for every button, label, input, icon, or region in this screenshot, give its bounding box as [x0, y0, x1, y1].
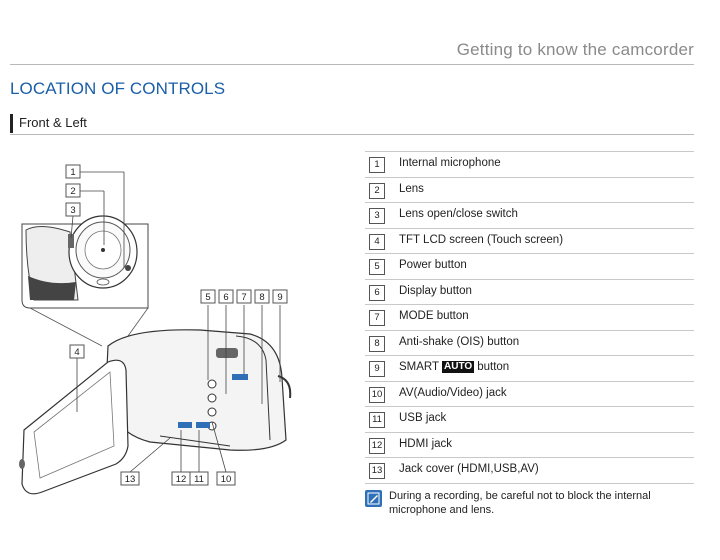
list-item: 4 TFT LCD screen (Touch screen)	[365, 229, 694, 254]
camcorder-body	[105, 329, 292, 451]
svg-text:5: 5	[205, 292, 210, 303]
list-item: 13 Jack cover (HDMI,USB,AV)	[365, 458, 694, 484]
note-text: During a recording, be careful not to bl…	[389, 490, 651, 516]
item-label: Jack cover (HDMI,USB,AV)	[399, 463, 539, 475]
callout-leaders	[70, 171, 281, 473]
item-number: 13	[369, 463, 385, 479]
callout-6: 6	[218, 289, 234, 304]
svg-text:13: 13	[125, 474, 136, 485]
microphone-icon	[125, 265, 131, 271]
subsection-title: Front & Left	[19, 115, 87, 130]
callout-10: 10	[216, 471, 236, 486]
subsection-header: Front & Left	[10, 112, 694, 135]
item-number: 9	[369, 361, 385, 377]
list-item: 5 Power button	[365, 254, 694, 280]
list-item: 11 USB jack	[365, 407, 694, 433]
svg-text:4: 4	[74, 347, 79, 358]
svg-text:3: 3	[70, 205, 75, 216]
item-label: Power button	[399, 259, 467, 271]
list-item: 12 HDMI jack	[365, 433, 694, 458]
callout-9: 9	[272, 289, 288, 304]
camcorder-diagram: 1 2 3 4 5 6 7 8 9 13 12 11 10	[19, 164, 292, 495]
callout-8: 8	[254, 289, 270, 304]
item-number: 4	[369, 233, 385, 250]
page-header-title: Getting to know the camcorder	[456, 40, 694, 59]
item-label: USB jack	[399, 412, 447, 424]
item-label: MODE button	[399, 310, 469, 322]
callout-3: 3	[65, 202, 81, 217]
list-item: 7 MODE button	[365, 305, 694, 331]
subsection-marker	[10, 114, 13, 133]
callout-4: 4	[69, 344, 85, 359]
item-number: 6	[369, 284, 385, 301]
svg-text:1: 1	[70, 167, 75, 178]
auto-badge: AUTO	[442, 361, 475, 373]
item-number: 1	[369, 157, 385, 173]
item-number: 8	[369, 335, 385, 352]
svg-text:11: 11	[194, 474, 204, 485]
item-number: 3	[369, 208, 385, 224]
svg-text:8: 8	[259, 292, 264, 303]
note-pencil-icon	[365, 490, 382, 507]
header-divider	[10, 64, 694, 65]
button-label: button	[477, 361, 510, 373]
item-number: 2	[369, 182, 385, 199]
callout-12: 12	[171, 471, 191, 486]
list-item: 10 AV(Audio/Video) jack	[365, 382, 694, 407]
svg-text:10: 10	[221, 474, 232, 485]
item-label: HDMI jack	[399, 437, 453, 450]
item-number: 11	[369, 412, 385, 428]
list-item: 8 Anti-shake (OIS) button	[365, 331, 694, 356]
lens-closeup-inset	[21, 215, 149, 347]
lcd-screen	[19, 359, 129, 495]
item-label: Lens open/close switch	[399, 208, 518, 220]
svg-text:9: 9	[277, 292, 282, 303]
item-label: TFT LCD screen (Touch screen)	[399, 233, 564, 246]
list-item: 3 Lens open/close switch	[365, 203, 694, 229]
svg-text:2: 2	[70, 186, 75, 197]
item-number: 12	[369, 437, 385, 454]
svg-text:7: 7	[241, 292, 246, 303]
svg-text:6: 6	[223, 292, 228, 303]
callout-7: 7	[236, 289, 252, 304]
item-label: Display button	[399, 284, 472, 297]
item-label: Anti-shake (OIS) button	[399, 335, 520, 348]
svg-text:12: 12	[176, 474, 187, 485]
item-label: Lens	[399, 182, 424, 195]
callout-13: 13	[120, 471, 140, 486]
item-number: 7	[369, 310, 385, 326]
item-label: AV(Audio/Video) jack	[399, 386, 507, 399]
list-item: 6 Display button	[365, 280, 694, 305]
callout-5: 5	[200, 289, 216, 304]
callout-11: 11	[189, 471, 209, 486]
callout-1: 1	[65, 164, 81, 179]
item-number: 10	[369, 386, 385, 403]
smart-label: SMART	[399, 361, 440, 373]
controls-list: 1 Internal microphone 2 Lens 3 Lens open/cl…	[365, 151, 694, 484]
section-title: LOCATION OF CONTROLS	[10, 79, 226, 98]
item-label: Internal microphone	[399, 157, 501, 169]
item-number: 5	[369, 259, 385, 275]
lens-switch-icon	[68, 234, 74, 248]
callout-2: 2	[65, 183, 81, 198]
list-item: 1 Internal microphone	[365, 151, 694, 178]
list-item: 2 Lens	[365, 178, 694, 203]
